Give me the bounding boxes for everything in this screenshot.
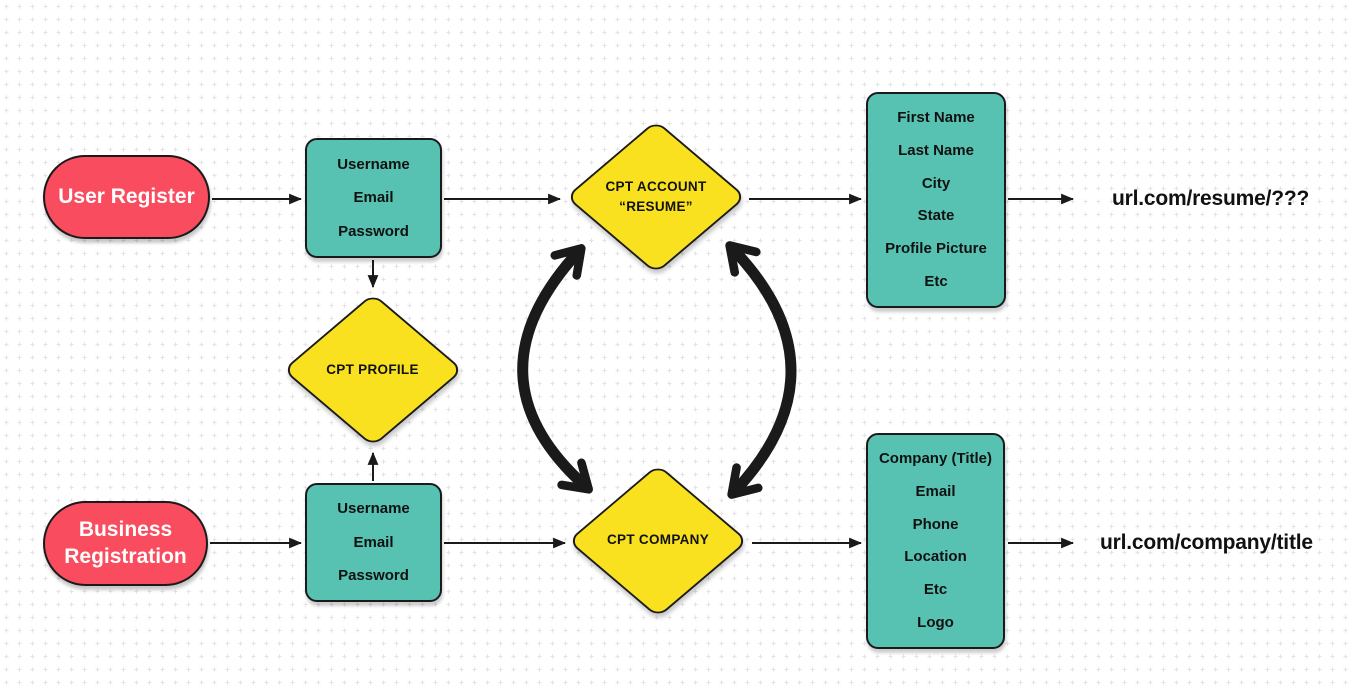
- field-label: State: [917, 207, 955, 225]
- field-label: Username: [337, 155, 410, 173]
- cpt-account-line1: CPT ACCOUNT: [605, 178, 707, 194]
- node-cpt-account-resume[interactable]: CPT ACCOUNT “RESUME”: [565, 120, 747, 274]
- node-company-fields[interactable]: Company (Title) Email Phone Location Etc…: [866, 433, 1005, 649]
- field-label: First Name: [897, 108, 975, 126]
- field-label: Password: [338, 566, 409, 584]
- node-cpt-company[interactable]: CPT COMPANY: [567, 463, 749, 618]
- node-user-register[interactable]: User Register: [43, 155, 210, 239]
- cycle-arrow-left: [517, 244, 593, 494]
- field-label: Email: [915, 482, 956, 500]
- field-label: Last Name: [898, 141, 974, 159]
- cpt-company-label: CPT COMPANY: [606, 532, 710, 548]
- cpt-profile-label: CPT PROFILE: [326, 361, 419, 377]
- field-label: Profile Picture: [885, 240, 987, 258]
- cpt-account-line2: “RESUME”: [619, 199, 693, 214]
- node-user-credentials[interactable]: Username Email Password: [305, 138, 442, 258]
- field-label: City: [921, 174, 951, 192]
- node-cpt-profile[interactable]: CPT PROFILE: [281, 292, 464, 448]
- field-label: Email: [353, 189, 394, 206]
- field-label: Email: [353, 533, 394, 551]
- node-resume-fields[interactable]: First Name Last Name City State Profile …: [866, 92, 1006, 308]
- field-label: Password: [338, 222, 409, 240]
- resume-url-text: url.com/resume/???: [1112, 187, 1310, 210]
- field-label: Location: [904, 548, 967, 566]
- field-label: Etc: [924, 273, 948, 291]
- node-business-registration-label: Business Registration: [64, 517, 187, 568]
- field-label: Phone: [912, 515, 959, 533]
- node-business-credentials[interactable]: Username Email Password: [305, 483, 442, 602]
- node-user-register-label: User Register: [58, 184, 195, 208]
- field-label: Company (Title): [878, 449, 993, 467]
- field-label: Etc: [923, 581, 948, 599]
- field-label: Logo: [917, 614, 954, 632]
- company-url-text: url.com/company/title: [1100, 531, 1313, 554]
- cycle-arrow-right: [725, 241, 797, 499]
- field-label: Username: [337, 500, 410, 518]
- node-business-registration[interactable]: Business Registration: [43, 501, 208, 586]
